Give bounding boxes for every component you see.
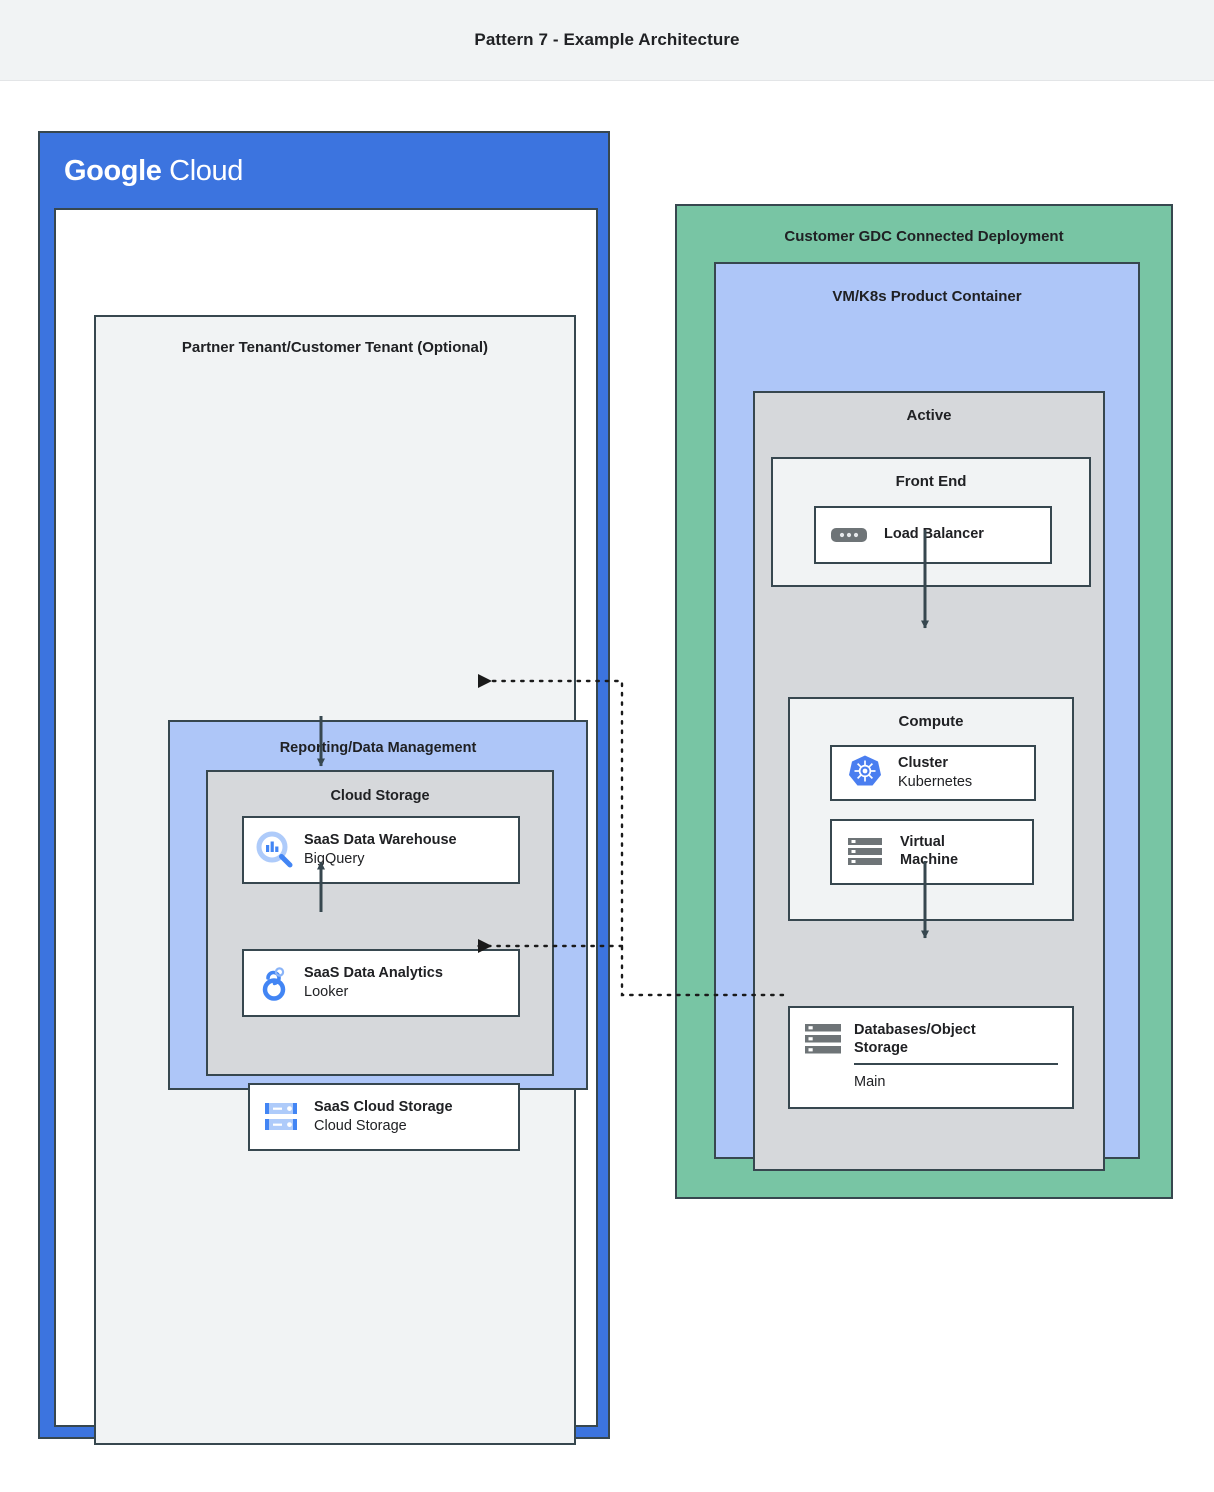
- node-subtitle: Looker: [304, 983, 349, 1000]
- google-cloud-inner-panel: Partner Tenant/Customer Tenant (Optional…: [54, 208, 598, 1445]
- load-balancer-icon: [830, 526, 870, 544]
- looker-icon: [254, 962, 296, 1004]
- partner-tenant-container: Partner Tenant/Customer Tenant (Optional…: [94, 315, 588, 1445]
- node-title: Load Balancer: [884, 526, 984, 543]
- node-title: Cluster: [898, 755, 948, 772]
- node-databases-object-storage[interactable]: Databases/Object Storage Main: [788, 1006, 1074, 1109]
- vm-k8s-product-container: VM/K8s Product Container Active Front En…: [714, 262, 1140, 1171]
- node-virtual-machine[interactable]: Virtual Machine: [830, 819, 1034, 885]
- node-title: SaaS Data Analytics: [304, 965, 443, 982]
- node-title: SaaS Data Warehouse: [304, 832, 457, 849]
- vm-k8s-product-title: VM/K8s Product Container: [832, 288, 1022, 305]
- node-saas-data-warehouse[interactable]: SaaS Data Warehouse BigQuery: [242, 816, 520, 884]
- bigquery-icon: [254, 829, 296, 871]
- google-cloud-logo: Google Cloud: [64, 155, 243, 188]
- node-subtitle: Kubernetes: [898, 773, 973, 790]
- customer-gdc-title: Customer GDC Connected Deployment: [784, 228, 1064, 245]
- node-load-balancer[interactable]: Load Balancer: [814, 506, 1052, 564]
- google-cloud-logo-word1: Google: [64, 155, 162, 187]
- front-end-container: Front End Load Balancer: [771, 457, 1091, 587]
- reporting-data-management-container: Reporting/Data Management Cloud Storage: [168, 720, 588, 1151]
- node-subtitle: BigQuery: [304, 850, 365, 867]
- google-cloud-container: Google Cloud Partner Tenant/Customer Ten…: [38, 131, 610, 1445]
- database-icon: [802, 1022, 846, 1056]
- page-title: Pattern 7 - Example Architecture: [474, 30, 740, 49]
- node-title-line2: Storage: [854, 1039, 908, 1056]
- reporting-data-management-title: Reporting/Data Management: [279, 740, 477, 756]
- front-end-title: Front End: [895, 473, 967, 490]
- node-title: Virtual: [900, 834, 945, 851]
- virtual-machine-icon: [844, 836, 888, 868]
- kubernetes-icon: [844, 752, 886, 794]
- node-divider: [854, 1063, 1058, 1066]
- cloud-storage-icon: [260, 1100, 304, 1134]
- node-subtitle: Cloud Storage: [314, 1117, 407, 1134]
- node-footer-label: Main: [854, 1074, 886, 1091]
- node-cluster[interactable]: Cluster Kubernetes: [830, 745, 1036, 801]
- compute-title: Compute: [898, 713, 964, 730]
- node-title: Databases/Object: [854, 1022, 976, 1038]
- node-title-line2: Machine: [900, 852, 959, 868]
- active-title: Active: [906, 407, 952, 424]
- compute-container: Compute: [788, 697, 1074, 921]
- active-container: Active Front End Load Balancer: [753, 391, 1105, 1171]
- node-title: SaaS Cloud Storage: [314, 1099, 453, 1116]
- node-saas-cloud-storage[interactable]: SaaS Cloud Storage Cloud Storage: [248, 1083, 520, 1151]
- header-bar: Pattern 7 - Example Architecture: [0, 0, 1214, 81]
- google-cloud-logo-word2: Cloud: [169, 155, 243, 187]
- cloud-storage-container: Cloud Storage: [206, 770, 554, 1151]
- cloud-storage-title: Cloud Storage: [330, 788, 430, 804]
- customer-gdc-container: Customer GDC Connected Deployment VM/K8s…: [675, 204, 1173, 1199]
- partner-tenant-title: Partner Tenant/Customer Tenant (Optional…: [181, 339, 489, 356]
- node-saas-data-analytics[interactable]: SaaS Data Analytics Looker: [242, 949, 520, 1017]
